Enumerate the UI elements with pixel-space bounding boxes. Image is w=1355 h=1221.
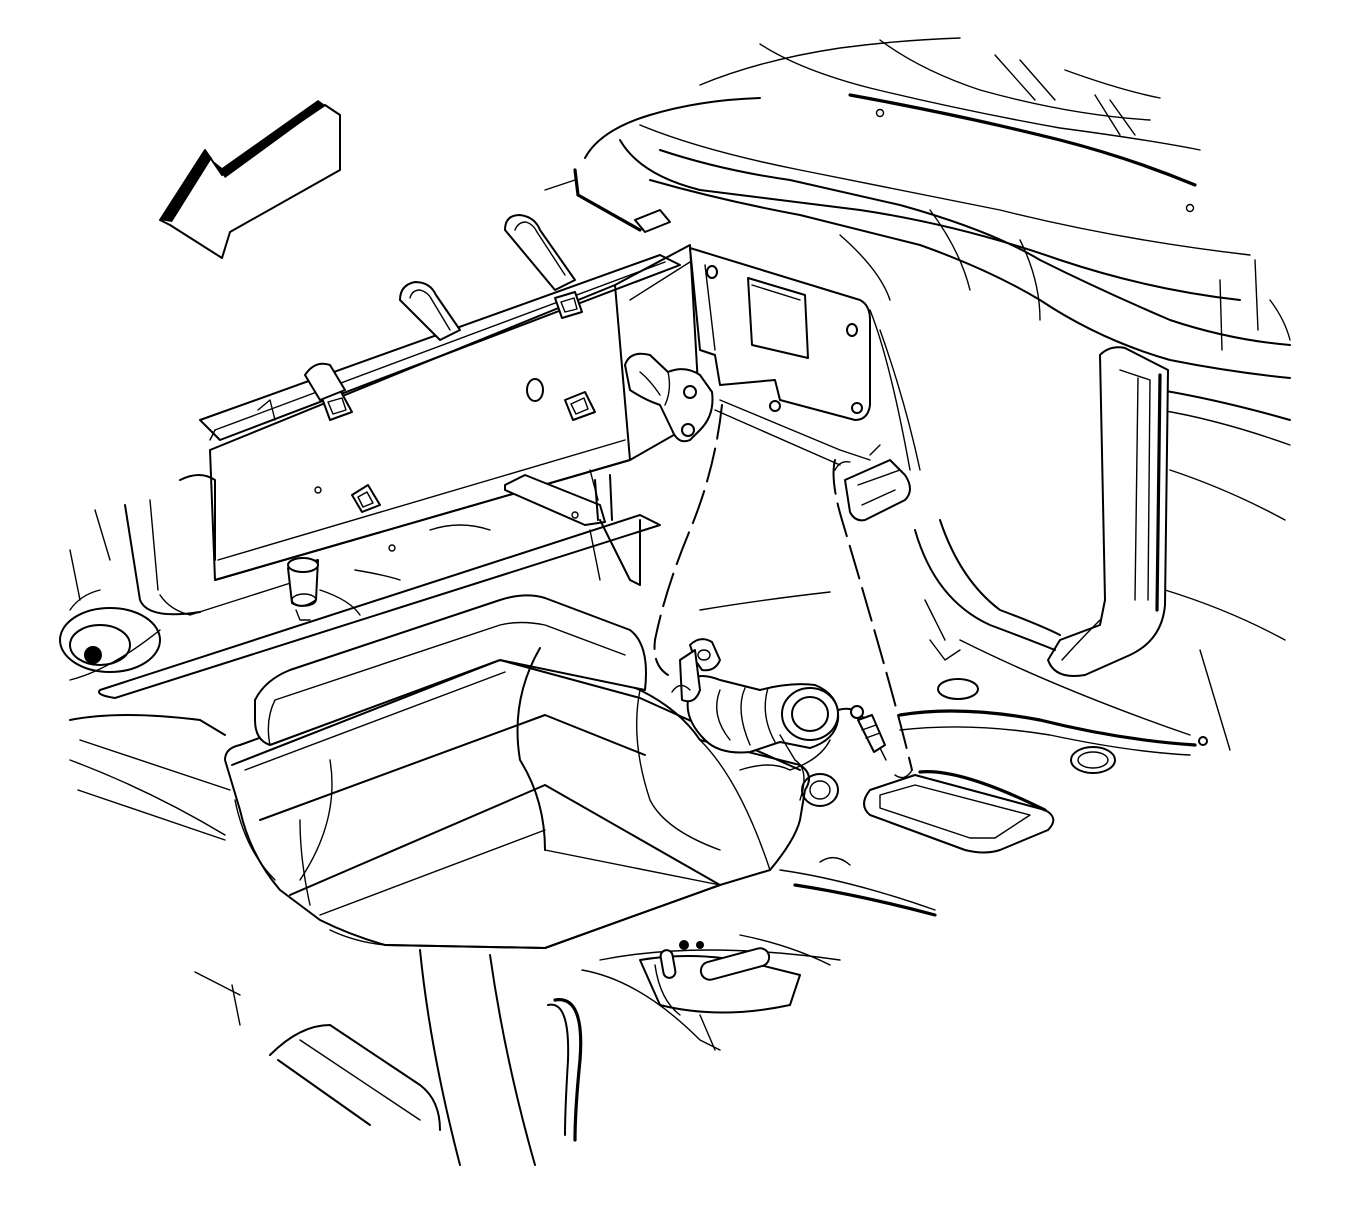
muffler	[224, 594, 839, 949]
tailpipe	[671, 638, 887, 771]
hanger-rod	[653, 404, 913, 779]
mounting-bracket	[689, 247, 921, 471]
frame-crossmember	[98, 168, 701, 699]
underbody-floor-pan	[59, 37, 1291, 1166]
arrow-left-icon	[159, 100, 341, 259]
rubber-isolator	[624, 352, 714, 443]
rear-suspension-link	[834, 346, 1169, 677]
floor-pan-opening	[863, 770, 1055, 854]
